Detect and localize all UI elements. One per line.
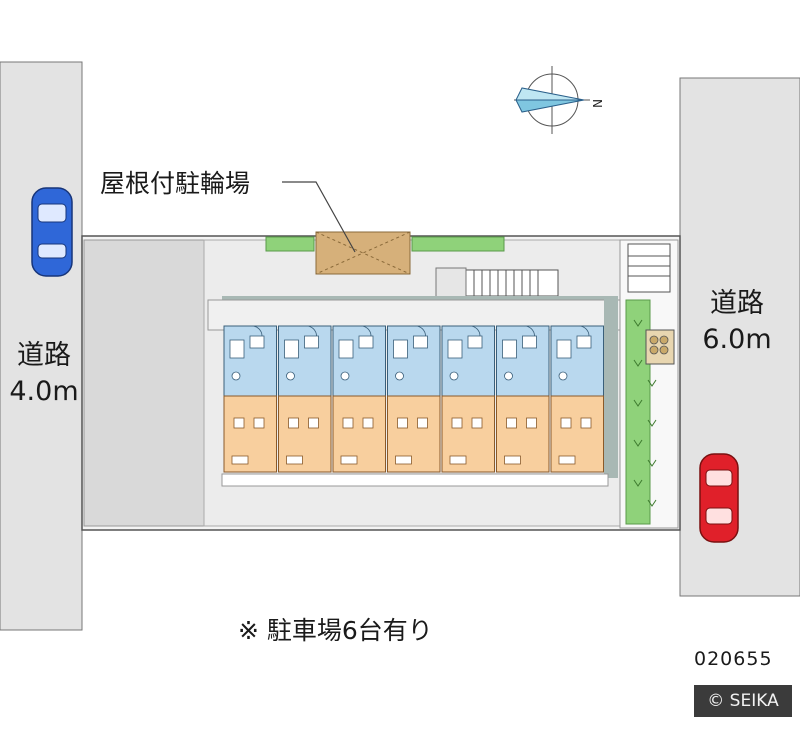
bike-parking-label: 屋根付駐輪場 [100,169,251,198]
unit-kitchen [358,335,374,349]
unit-bath [284,339,299,359]
road-right-name: 道路 [710,288,764,319]
unit-kitchen [249,335,265,349]
unit-bed [395,455,412,465]
unit-kitchen [467,335,483,349]
unit-furniture [506,417,517,429]
car-left [31,187,73,277]
unit-furniture [397,417,408,429]
road-right-label: 道路 6.0m [696,286,778,358]
unit-furniture [560,417,572,429]
unit-furniture [417,417,428,429]
unit-furniture [526,417,537,429]
unit-toilet [449,371,459,381]
unit-kitchen [522,335,537,349]
unit-door-swing [251,325,263,337]
road-left-width: 4.0m [9,376,79,407]
parking-note: ※ 駐車場6台有り [238,616,433,645]
unit-toilet [558,371,568,381]
apartment-units [223,325,604,473]
road-right-width: 6.0m [702,324,772,355]
unit-furniture [451,417,463,429]
planting-strip [411,236,505,252]
unit-furniture [253,417,265,429]
meter-box [645,329,675,365]
unit-bath [502,339,517,359]
unit-door-swing [415,325,426,337]
unit-furniture [362,417,374,429]
unit-door-swing [524,325,535,337]
entry-steps [628,255,670,277]
unit-bath [556,339,572,359]
planting-strip [265,236,315,252]
staircase-landing [435,267,467,299]
balcony-strip [221,473,609,487]
unit-furniture [308,417,319,429]
unit-bed [449,455,467,465]
unit-kitchen [413,335,428,349]
unit-furniture [471,417,483,429]
unit-bed [340,455,358,465]
unit-bed [231,455,249,465]
unit-toilet [231,371,241,381]
bike-parking-hatch [315,231,411,275]
unit-bath [229,339,245,359]
unit-toilet [395,371,404,381]
unit-furniture [580,417,592,429]
unit-bath [393,339,408,359]
compass-icon: N [514,66,604,134]
road-left [0,61,83,631]
meter-circles [649,335,669,355]
unit-bath [447,339,463,359]
parking-area [83,239,205,527]
bike-parking-hatch [315,231,411,275]
unit-toilet [504,371,513,381]
staircase [465,269,559,297]
building-corridor [207,299,623,331]
unit-bed [286,455,303,465]
unit-door-swing [469,325,481,337]
unit-bed [504,455,521,465]
compass-north-label: N [590,99,604,108]
unit-furniture [288,417,299,429]
building-shadow-right [604,296,618,478]
planting-trees [633,319,657,507]
unit-kitchen [576,335,592,349]
road-left-label: 道路 4.0m [6,338,82,410]
garbage-area-stairs [627,243,671,293]
bike-parking-roof [315,231,411,275]
car-right [699,453,739,543]
unit-furniture [233,417,245,429]
unit-toilet [340,371,350,381]
unit-door-swing [578,325,590,337]
copyright-badge: © SEIKA [694,685,792,717]
unit-bath [338,339,354,359]
bike-parking-leader [282,181,356,253]
unit-furniture [342,417,354,429]
road-left-name: 道路 [17,340,71,371]
unit-kitchen [304,335,319,349]
property-code: 020655 [694,648,773,670]
unit-bed [558,455,576,465]
unit-toilet [286,371,295,381]
unit-door-swing [306,325,317,337]
stair-steps [473,270,539,296]
unit-door-swing [360,325,372,337]
